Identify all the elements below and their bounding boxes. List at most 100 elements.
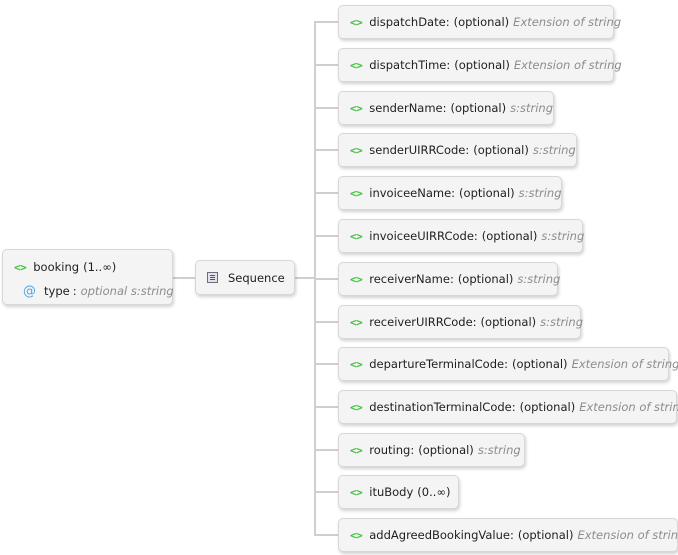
root-element-cardinality: (1..∞) <box>83 260 117 274</box>
child-element-type: Extension of string <box>579 400 678 414</box>
element-icon: <> <box>350 528 363 542</box>
child-element-occurrence: (optional) <box>473 143 529 157</box>
child-element-name: destinationTerminalCode <box>369 400 512 414</box>
child-element-type: s:string <box>532 143 576 157</box>
connector-sequence-to-trunk <box>294 277 316 279</box>
element-icon: <> <box>350 357 363 371</box>
connector-root-to-sequence <box>172 277 196 279</box>
child-element-occurrence: (optional) <box>480 315 537 329</box>
child-element-type: Extension of string <box>571 357 678 371</box>
child-element-node[interactable]: <> senderName : (optional) s:string <box>338 91 554 125</box>
child-element-separator: : <box>504 357 508 371</box>
element-icon: <> <box>350 272 363 286</box>
child-element-name: senderUIRRCode <box>369 143 466 157</box>
connector-branch <box>314 406 339 408</box>
child-element-separator: : <box>472 315 477 329</box>
connector-branch <box>314 107 339 109</box>
child-element-name: receiverUIRRCode <box>369 315 473 329</box>
element-icon: <> <box>350 15 363 29</box>
child-element-node[interactable]: <> routing : (optional) s:string <box>338 433 525 467</box>
connector-branch <box>314 534 339 536</box>
connector-branch <box>314 235 339 237</box>
element-icon: <> <box>350 101 363 115</box>
sequence-icon <box>207 272 218 283</box>
child-element-node[interactable]: <> dispatchDate : (optional) Extension o… <box>338 5 621 39</box>
root-attribute-row[interactable]: @ type : optional s:string <box>3 280 174 302</box>
connector-branch <box>314 363 339 365</box>
element-icon: <> <box>350 315 363 329</box>
attribute-name: type <box>44 284 70 298</box>
child-element-separator: : <box>511 400 516 414</box>
child-element-separator: : <box>451 186 456 200</box>
child-element-node[interactable]: <> dispatchTime : (optional) Extension o… <box>338 48 622 82</box>
root-element-name: booking <box>33 260 80 274</box>
child-element-name: addAgreedBookingValue <box>369 528 510 542</box>
child-element-separator: : <box>509 528 514 542</box>
child-element-separator: : <box>473 229 478 243</box>
child-element-type: s:string <box>510 101 553 115</box>
child-element-occurrence: (optional) <box>454 58 510 72</box>
child-element-separator: : <box>445 15 450 29</box>
child-element-type: s:string <box>541 229 585 243</box>
element-icon: <> <box>350 58 363 72</box>
attribute-separator: : <box>72 284 77 298</box>
child-element-occurrence: (optional) <box>519 400 576 414</box>
child-element-name: routing <box>369 443 411 457</box>
element-icon: <> <box>350 443 363 457</box>
child-element-node[interactable]: <> senderUIRRCode : (optional) s:string <box>338 133 577 167</box>
attribute-detail: optional s:string <box>80 284 174 298</box>
element-icon: <> <box>350 400 363 414</box>
child-element-name: ituBody <box>369 485 414 499</box>
child-element-node[interactable]: <> destinationTerminalCode : (optional) … <box>338 390 678 424</box>
connector-branch <box>314 149 339 151</box>
child-element-node[interactable]: <> invoiceeUIRRCode : (optional) s:strin… <box>338 219 585 253</box>
child-element-occurrence: (optional) <box>457 272 514 286</box>
connector-branch <box>314 491 339 493</box>
child-element-type: s:string <box>518 186 562 200</box>
child-element-occurrence: (optional) <box>453 15 510 29</box>
child-element-separator: : <box>465 143 470 157</box>
child-element-name: receiverName <box>369 272 450 286</box>
root-element-node[interactable]: <> booking (1..∞) @ type : optional s:st… <box>2 249 174 305</box>
child-element-type: Extension of string <box>577 528 678 542</box>
child-element-type: Extension of string <box>513 58 622 72</box>
child-element-node[interactable]: <> invoiceeName : (optional) s:string <box>338 176 562 210</box>
child-element-node[interactable]: <> receiverUIRRCode : (optional) s:strin… <box>338 305 584 339</box>
child-element-type: s:string <box>517 272 561 286</box>
child-element-occurrence: (optional) <box>481 229 538 243</box>
child-element-name: senderName <box>369 101 443 115</box>
child-element-node[interactable]: <> addAgreedBookingValue : (optional) Ex… <box>338 518 678 552</box>
element-icon: <> <box>14 260 27 274</box>
child-element-occurrence: (optional) <box>418 443 474 457</box>
child-element-occurrence: (optional) <box>517 528 574 542</box>
child-element-occurrence: (optional) <box>459 186 515 200</box>
connector-branch <box>314 278 339 280</box>
sequence-label: Sequence <box>228 270 285 285</box>
child-element-type: s:string <box>477 443 521 457</box>
child-element-separator: : <box>410 443 415 457</box>
child-element-separator: : <box>449 272 454 286</box>
child-element-name: invoiceeUIRRCode <box>369 229 474 243</box>
child-element-node[interactable]: <> departureTerminalCode : (optional) Ex… <box>338 347 678 381</box>
child-element-name: departureTerminalCode <box>369 357 505 371</box>
connector-branch <box>314 64 339 66</box>
connector-branch <box>314 449 339 451</box>
element-icon: <> <box>350 186 363 200</box>
child-element-name: invoiceeName <box>369 186 452 200</box>
child-element-separator: : <box>442 101 447 115</box>
child-element-type: Extension of string <box>513 15 622 29</box>
child-element-occurrence: (optional) <box>511 357 568 371</box>
child-element-type: s:string <box>540 315 584 329</box>
attribute-icon: @ <box>23 283 36 299</box>
connector-branch <box>314 21 339 23</box>
connector-branch <box>314 321 339 323</box>
child-element-name: dispatchDate <box>369 15 446 29</box>
child-element-occurrence: (optional) <box>450 101 507 115</box>
child-element-node[interactable]: <> ituBody (0..∞) <box>338 475 459 509</box>
child-element-name: dispatchTime <box>369 58 447 72</box>
element-icon: <> <box>350 229 363 243</box>
sequence-compositor-node[interactable]: Sequence <box>195 260 295 295</box>
child-element-occurrence: (0..∞) <box>417 485 451 499</box>
connector-branch <box>314 192 339 194</box>
child-element-node[interactable]: <> receiverName : (optional) s:string <box>338 262 561 296</box>
